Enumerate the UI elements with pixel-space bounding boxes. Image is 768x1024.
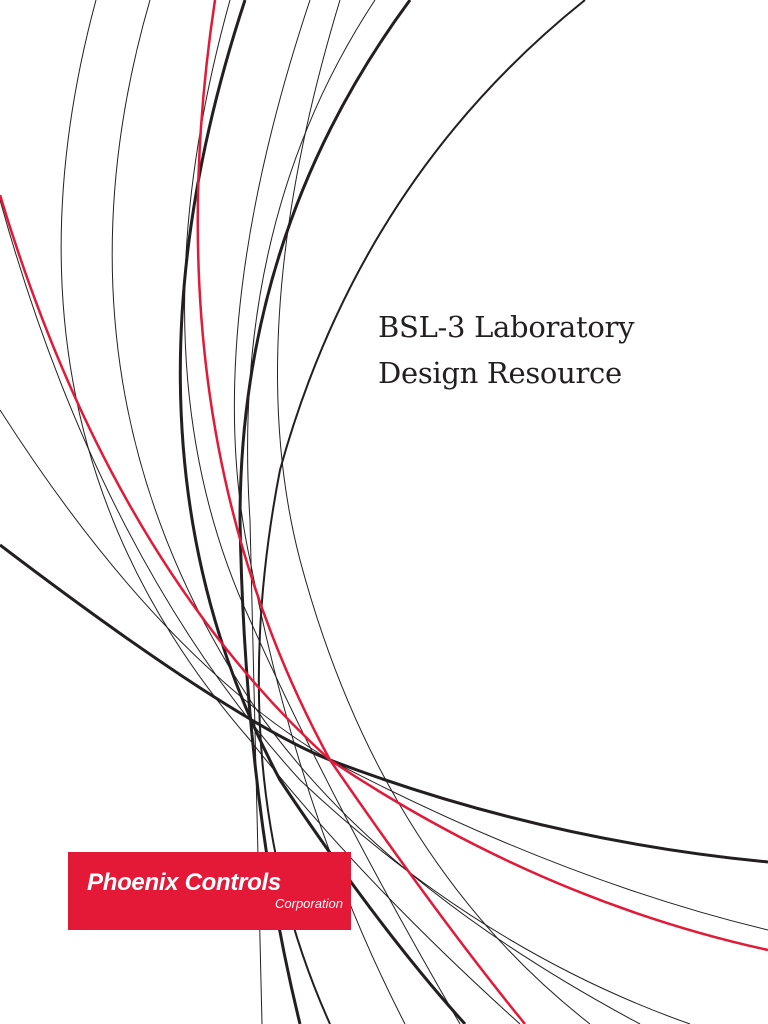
arc-thin-8 — [277, 0, 591, 1024]
logo-company-subtitle: Corporation — [275, 896, 343, 911]
arc-thick-3 — [0, 543, 768, 864]
arc-red-1 — [196, 0, 526, 1024]
document-title: BSL-3 Laboratory Design Resource — [378, 304, 634, 396]
phoenix-controls-logo: Phoenix Controls Corporation — [68, 852, 351, 930]
arc-red-2 — [0, 194, 768, 952]
arc-thick-1 — [178, 0, 467, 1024]
logo-company-name: Phoenix Controls — [87, 869, 281, 896]
title-line-1: BSL-3 Laboratory — [378, 310, 635, 344]
arc-thin-7 — [0, 199, 691, 1024]
title-line-2: Design Resource — [378, 356, 622, 390]
arc-thin-1 — [60, 0, 521, 1024]
